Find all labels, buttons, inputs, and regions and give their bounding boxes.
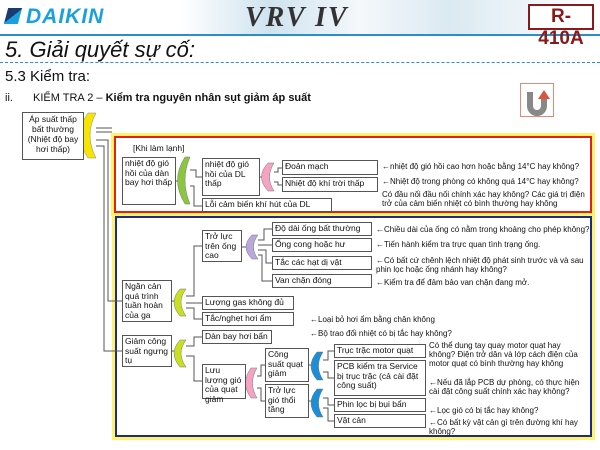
refrigerant-badge: R-410A: [528, 4, 594, 49]
cooling-group-frame: [114, 136, 592, 213]
obstacle-box: Vật cản: [334, 414, 426, 428]
blue-crescent-icon: [310, 351, 324, 381]
page-title: 5. Giải quyết sự cố:: [5, 37, 196, 62]
circulation-group-frame: [115, 216, 592, 437]
daikin-logo: DAIKIN: [3, 5, 104, 29]
section-heading: 5.3 Kiểm tra:: [5, 68, 91, 85]
root-cause-box: Áp suất thấp bất thường (Nhiệt độ bay hơ…: [22, 112, 84, 160]
dl-low-box: nhiệt độ gió hồi của DL thấp: [202, 158, 260, 196]
valve-box: Van chặn đóng: [272, 274, 372, 288]
sensor-error-box: Lỗi cảm biến khí hút của DL: [202, 198, 332, 212]
blue-crescent-icon: [310, 388, 324, 418]
condensing-drop-box: Giảm công suất ngưng tụ: [122, 335, 172, 367]
dirty-evap-box: Dàn bay hơi bẩn: [202, 330, 272, 344]
note: ←Có bất cứ chênh lệch nhiệt độ phát sinh…: [376, 256, 584, 274]
dirty-filter-box: Phin lọc bị bụi bẩn: [334, 398, 426, 412]
lavender-crescent-icon: [245, 234, 259, 260]
note: Có thể dung tay quay motor quạt hay khôn…: [429, 341, 578, 368]
note: ←Lọc gió có bị tắc hay không?: [429, 406, 539, 415]
pcb-fault-box: PCB kiểm tra Service bị trục trặc (cả cà…: [334, 360, 426, 396]
short-circuit-box: Đoản mạch: [282, 160, 378, 175]
highlight-frame: [112, 213, 595, 440]
note: ←Nếu đã lắp PCB dự phòng, có thực hiện c…: [429, 378, 580, 396]
pipe-length-box: Độ dài ống bất thường: [272, 222, 372, 236]
moisture-clog-box: Tắc/nghẹt hơi ẩm: [202, 312, 294, 326]
subsection-heading: ii.KIỂM TRA 2 – Kiểm tra nguyên nhân sụt…: [5, 92, 311, 104]
note: ←Chiều dài của ống có nằm trong khoảng c…: [376, 225, 590, 234]
outdoor-low-box: Nhiệt độ khí trời thấp: [282, 177, 378, 192]
note: ←Kiểm tra để đảm bảo van chặn đang mở.: [376, 278, 530, 287]
u-turn-arrow-icon: [527, 90, 550, 116]
note: Có đầu nối đầu nối chính xác hay không? …: [382, 190, 585, 208]
note: ←Loại bỏ hơi ẩm bằng chân không: [310, 315, 435, 324]
back-button[interactable]: [520, 83, 554, 117]
fan-capacity-box: Công suất quạt giảm: [265, 348, 309, 382]
header-banner: DAIKIN VRV IV R-410A: [0, 0, 600, 49]
divider: [0, 62, 600, 63]
vrv-logo: VRV IV: [245, 2, 349, 33]
pipe-resistance-box: Trở lực trên ống cao: [202, 230, 242, 262]
airflow-drop-box: Lưu lượng gió của quạt giảm: [202, 364, 246, 403]
note: ←Nhiệt độ trong phòng có không quá 14°C …: [382, 177, 579, 186]
pipe-bent-box: Ống cong hoặc hư: [272, 238, 372, 252]
note: ←Tiến hành kiểm tra trực quan tình trạng…: [376, 240, 541, 249]
circulation-block-box: Ngăn cản quá trình tuần hoàn của ga: [122, 280, 172, 322]
gas-shortage-box: Lượng gas không đủ: [202, 296, 294, 310]
pink-crescent-icon: [245, 367, 258, 399]
cooling-label: [Khi làm lạnh]: [133, 143, 185, 153]
green-crescent-icon: [177, 156, 191, 205]
note: ←Có bất kỳ vật cản gì trên đường khí hay…: [429, 418, 578, 436]
pink-crescent-icon: [261, 162, 275, 192]
note: ←Bộ trao đổi nhiệt có bị tắc hay không?: [310, 329, 452, 338]
crescent-connectors: [79, 112, 324, 418]
note: ←nhiệt độ gió hồi cao hơn hoặc bằng 14°C…: [382, 162, 580, 171]
green-crescent-icon: [173, 288, 187, 317]
evap-low-box: nhiệt độ gió hồi của dàn bay hơi thấp: [122, 157, 176, 205]
air-resistance-box: Trở lực gió thổi tăng: [265, 384, 309, 418]
clog-box: Tắc các hạt dị vật: [272, 256, 372, 270]
motor-fault-box: Trục trặc motor quạt: [334, 344, 426, 358]
green-crescent-icon: [173, 339, 187, 368]
